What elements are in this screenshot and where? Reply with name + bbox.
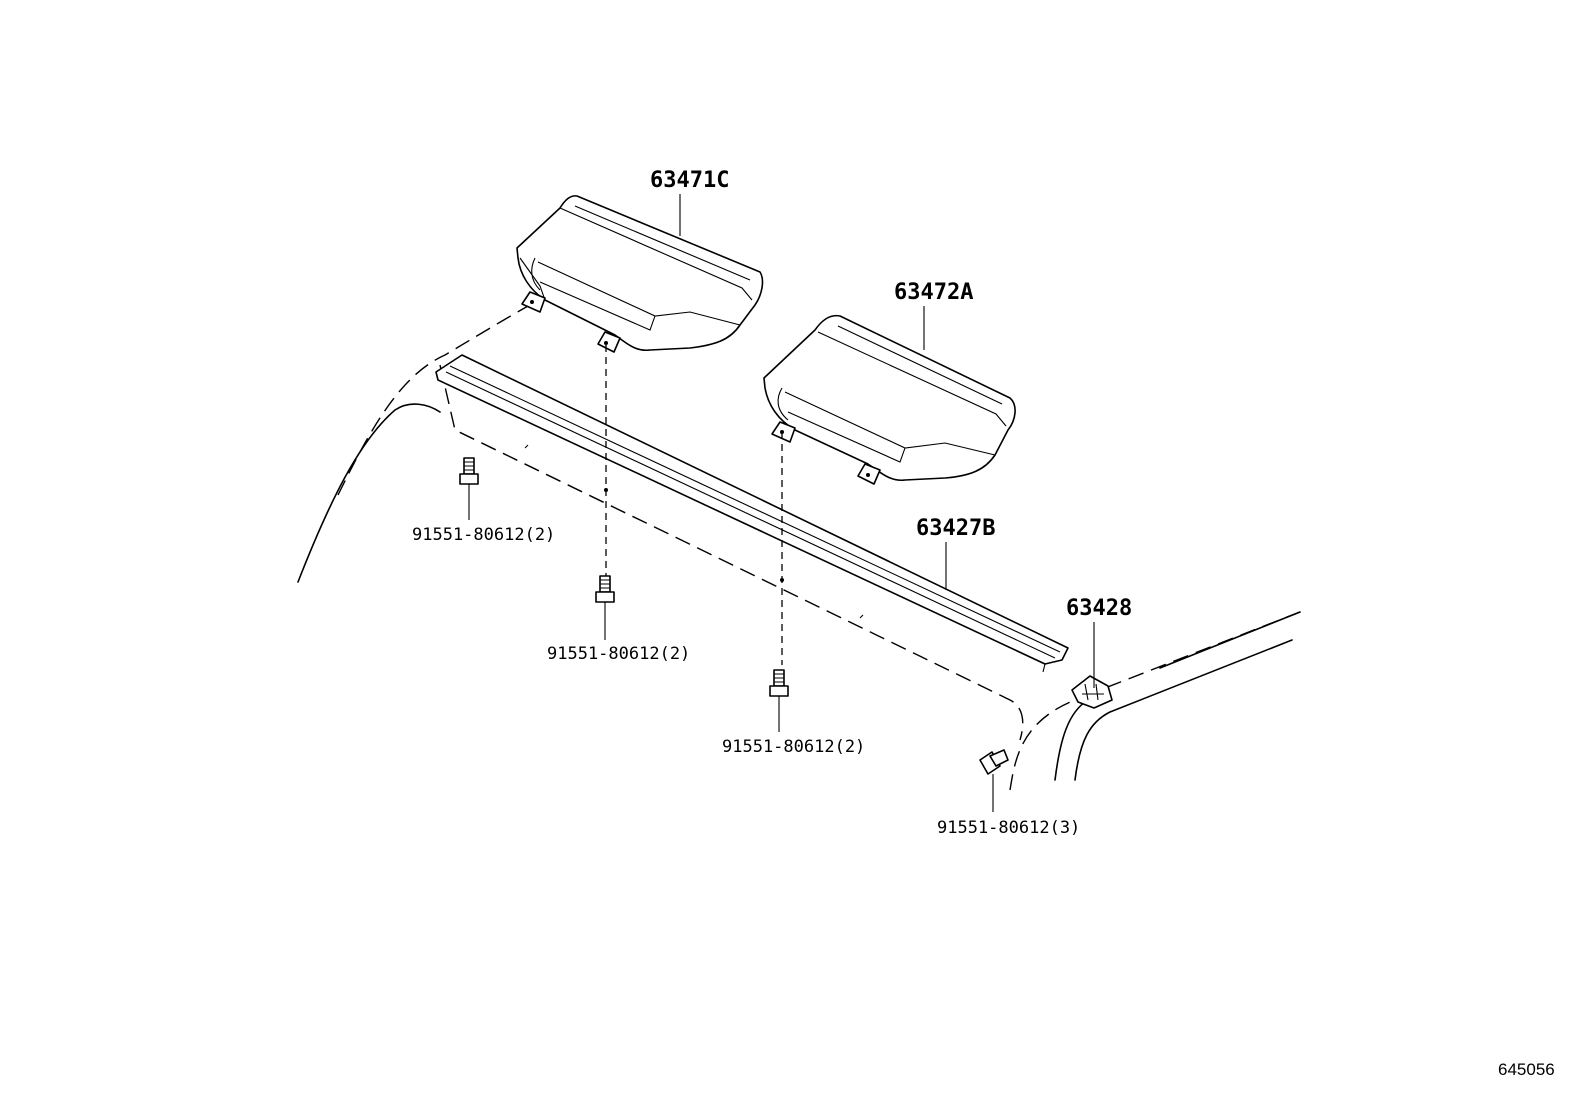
roof-outline-left [297, 305, 529, 583]
bolt-icon-3 [769, 669, 789, 732]
bolt-label-1: 91551-80612(2) [412, 525, 555, 545]
roof-outline-right [1009, 611, 1301, 791]
clip-part [1071, 675, 1113, 709]
cover-rear-part [763, 314, 1016, 485]
diagram-id: 645056 [1498, 1060, 1555, 1079]
rail-part [435, 354, 1069, 673]
bolt-label-3: 91551-80612(2) [722, 737, 865, 757]
part-label-cover-front: 63471C [650, 168, 729, 193]
bolt-label-2: 91551-80612(2) [547, 644, 690, 664]
assembly-lines [604, 345, 784, 665]
bolt-icon-1 [459, 457, 479, 520]
part-label-rail: 63427B [916, 516, 995, 541]
roof-edge-dashed [439, 364, 1024, 741]
bolt-icon-2 [595, 575, 615, 640]
part-label-cover-rear: 63472A [894, 280, 973, 305]
bolt-icon-4 [979, 749, 1009, 812]
cover-front-part [516, 195, 764, 353]
bolt-label-4: 91551-80612(3) [937, 818, 1080, 838]
leader-lines [679, 194, 1095, 688]
part-label-clip: 63428 [1066, 596, 1132, 621]
